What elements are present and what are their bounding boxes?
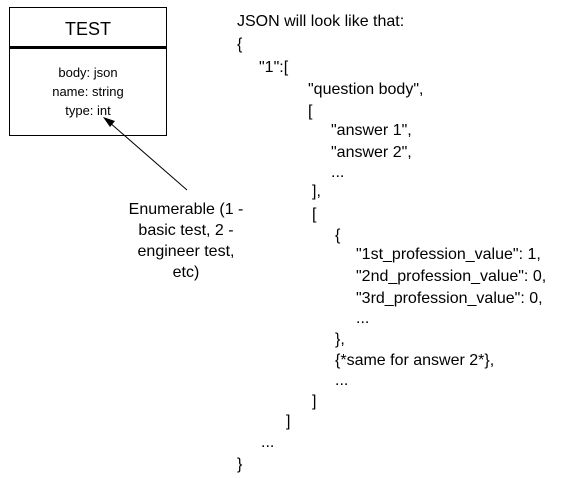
- json-line: ]: [312, 393, 317, 410]
- json-line: {: [237, 36, 243, 53]
- json-line: "1":[: [259, 59, 289, 76]
- json-line: ...: [261, 434, 275, 451]
- json-line: ]: [286, 413, 291, 430]
- json-heading: JSON will look like that:: [237, 13, 405, 30]
- json-line: [: [312, 206, 317, 223]
- json-line: "question body",: [308, 81, 424, 98]
- entity-field-type: type: int: [65, 103, 111, 118]
- json-line: ],: [312, 183, 321, 200]
- json-line: ...: [356, 310, 370, 327]
- json-line: "1st_profession_value": 1,: [356, 246, 541, 263]
- json-line: ...: [331, 164, 345, 181]
- json-line: },: [335, 331, 345, 348]
- json-line: {*same for answer 2*},: [335, 352, 495, 369]
- json-line: "answer 2",: [331, 144, 412, 161]
- entity-divider: [10, 46, 166, 49]
- type-enumerable-annotation: Enumerable (1 - basic test, 2 - engineer…: [100, 199, 272, 283]
- json-line: "3rd_profession_value": 0,: [356, 290, 543, 307]
- json-line: [: [308, 103, 313, 120]
- entity-field-name: name: string: [52, 84, 124, 99]
- json-line: ...: [335, 372, 349, 389]
- entity-fields: body: json name: string type: int: [10, 63, 166, 120]
- json-line: {: [335, 227, 341, 244]
- json-line: "2nd_profession_value": 0,: [356, 268, 547, 285]
- entity-field-body: body: json: [58, 65, 118, 80]
- annotation-line: Enumerable (1 -: [128, 201, 244, 218]
- json-line: "answer 1",: [331, 122, 412, 139]
- annotation-line: basic test, 2 -: [138, 222, 234, 239]
- entity-title: TEST: [64, 19, 111, 39]
- annotation-line: etc): [172, 264, 200, 281]
- json-line: }: [237, 456, 243, 473]
- test-entity-box: TEST body: json name: string type: int: [9, 7, 167, 136]
- annotation-line: engineer test,: [137, 243, 235, 260]
